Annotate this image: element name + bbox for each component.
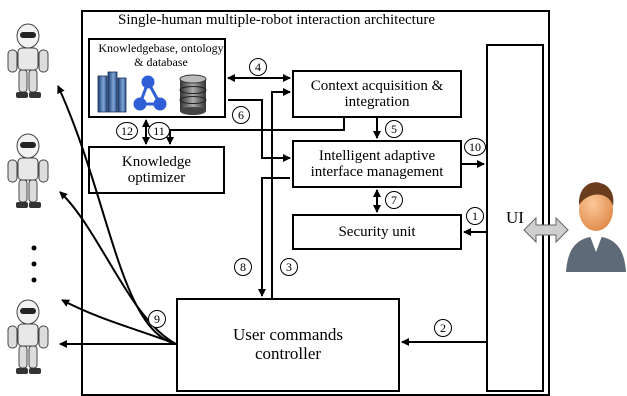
step-3: 3 bbox=[280, 258, 298, 276]
step-9: 9 bbox=[148, 310, 166, 328]
context-acquisition-box: Context acquisition & integration bbox=[292, 70, 462, 118]
architecture-frame bbox=[81, 10, 550, 396]
knowledgebase-label: Knowledgebase, ontology & database bbox=[98, 41, 224, 69]
step-8: 8 bbox=[234, 258, 252, 276]
robot-icon bbox=[7, 23, 49, 98]
diagram-title: Single-human multiple-robot interaction … bbox=[118, 12, 435, 28]
robot-ellipsis bbox=[31, 245, 37, 283]
security-unit-box: Security unit bbox=[292, 214, 462, 250]
user-avatar-icon bbox=[566, 182, 626, 272]
context-acquisition-label: Context acquisition & integration bbox=[310, 77, 444, 111]
step-12: 12 bbox=[116, 122, 138, 140]
step-4: 4 bbox=[249, 58, 267, 76]
robot-icon bbox=[7, 133, 49, 208]
network-graph-icon bbox=[133, 75, 167, 111]
interface-management-box: Intelligent adaptive interface managemen… bbox=[292, 140, 462, 188]
step-7: 7 bbox=[385, 191, 403, 209]
books-icon bbox=[97, 71, 127, 113]
knowledge-optimizer-label: Knowledge optimizer bbox=[121, 153, 192, 187]
ui-box: UI bbox=[486, 44, 544, 392]
step-6: 6 bbox=[232, 106, 250, 124]
step-5: 5 bbox=[385, 120, 403, 138]
step-10: 10 bbox=[464, 138, 486, 156]
step-1: 1 bbox=[466, 207, 484, 225]
interface-management-label: Intelligent adaptive interface managemen… bbox=[310, 147, 444, 181]
database-icon bbox=[179, 74, 207, 115]
double-arrow-icon bbox=[523, 216, 569, 244]
ui-label: UI bbox=[506, 207, 524, 227]
robot-icon bbox=[7, 299, 49, 374]
security-unit-label: Security unit bbox=[338, 223, 416, 240]
user-commands-controller-label: User commands controller bbox=[232, 325, 343, 363]
step-2: 2 bbox=[434, 319, 452, 337]
step-11: 11 bbox=[148, 122, 170, 140]
knowledge-optimizer-box: Knowledge optimizer bbox=[88, 146, 225, 194]
user-commands-controller-box: User commands controller bbox=[176, 298, 400, 392]
